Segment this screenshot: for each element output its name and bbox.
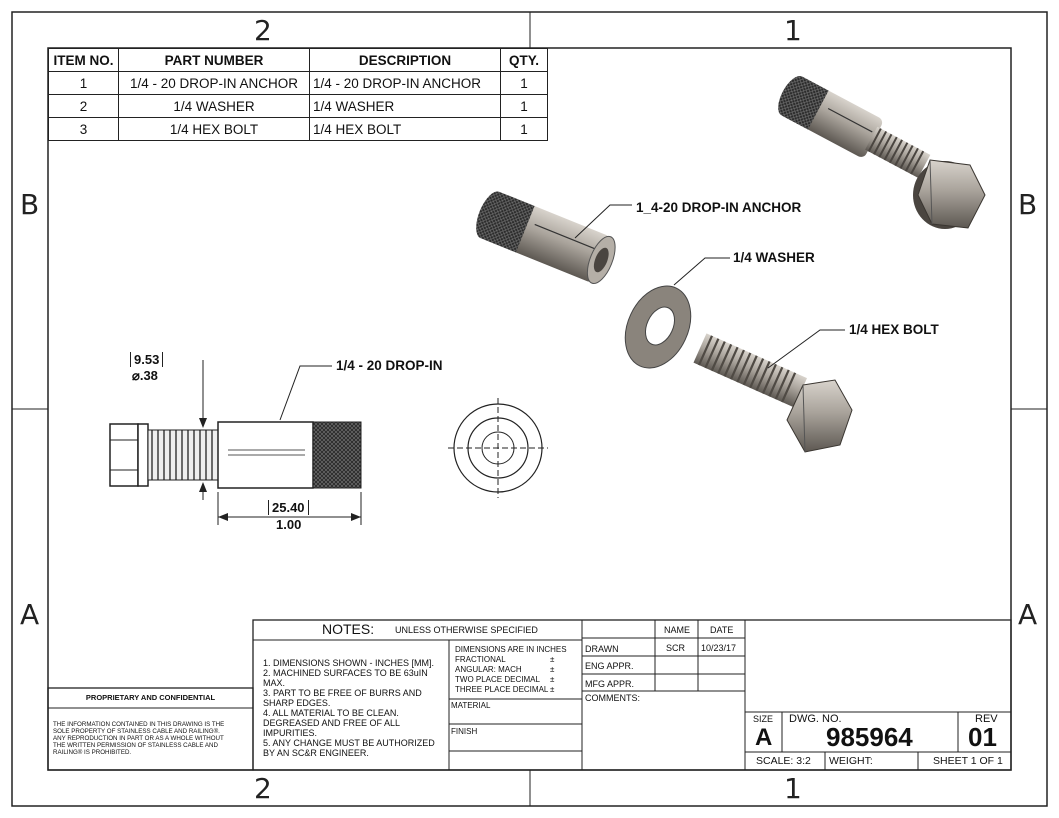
washer-callout: 1/4 WASHER — [733, 250, 815, 265]
column-header: PART NUMBER — [118, 48, 310, 72]
tolerance-line: DIMENSIONS ARE IN INCHES — [455, 645, 567, 654]
name-header: NAME — [664, 625, 691, 635]
tolerance-line: FRACTIONAL± — [455, 655, 555, 664]
material-label: MATERIAL — [451, 701, 491, 710]
zone-label: A — [20, 598, 40, 631]
sheet-label: SHEET 1 OF 1 — [933, 755, 1003, 767]
zone-label: B — [20, 188, 40, 221]
table-cell: 2 — [48, 94, 119, 118]
drawn-name: SCR — [666, 643, 686, 653]
note-item: 4. ALL MATERIAL TO BE CLEAN. DEGREASED A… — [263, 708, 400, 738]
table-row: 1 1/4 - 20 DROP-IN ANCHOR 1/4 - 20 DROP-… — [48, 71, 548, 95]
note-item: 1. DIMENSIONS SHOWN - INCHES [MM]. — [263, 658, 435, 668]
table-cell: 1 — [500, 94, 548, 118]
table-cell: 1/4 - 20 DROP-IN ANCHOR — [118, 71, 310, 95]
note-item: 5. ANY CHANGE MUST BE AUTHORIZED BY AN S… — [263, 738, 435, 758]
table-cell: 1/4 HEX BOLT — [118, 117, 310, 141]
table-cell: 1/4 WASHER — [118, 94, 310, 118]
weight-label: WEIGHT: — [829, 755, 873, 767]
dim-length-in: 1.00 — [276, 517, 302, 532]
table-row: 2 1/4 WASHER 1/4 WASHER 1 — [48, 94, 548, 118]
mfg-appr-label: MFG APPR. — [585, 679, 635, 689]
zone-label: 1 — [784, 772, 802, 805]
zone-label: 2 — [254, 14, 272, 47]
notes-list: 1. DIMENSIONS SHOWN - INCHES [MM]. 2. MA… — [263, 658, 443, 758]
finish-label: FINISH — [451, 727, 478, 736]
column-header: ITEM NO. — [48, 48, 119, 72]
title-block-grid — [47, 619, 1012, 771]
table-cell: 1 — [500, 71, 548, 95]
size-label: SIZE — [753, 714, 774, 724]
date-header: DATE — [710, 625, 734, 635]
drawing-number: 985964 — [826, 722, 913, 752]
revision-value: 01 — [968, 722, 997, 752]
unless-specified: UNLESS OTHERWISE SPECIFIED — [395, 625, 538, 635]
table-cell: 3 — [48, 117, 119, 141]
notes-title: NOTES: — [322, 621, 375, 637]
plusminus-symbol: ± — [550, 685, 555, 694]
drawn-date: 10/23/17 — [701, 643, 737, 653]
dropin-callout: 1/4 - 20 DROP-IN — [336, 358, 443, 373]
scale-label: SCALE: 3:2 — [756, 755, 811, 767]
comments-label: COMMENTS: — [585, 693, 640, 703]
proprietary-text: THE INFORMATION CONTAINED IN THIS DRAWIN… — [53, 721, 225, 756]
tolerance-line: TWO PLACE DECIMAL± — [455, 675, 555, 684]
size-value: A — [755, 724, 773, 751]
anchor-callout: 1_4-20 DROP-IN ANCHOR — [636, 200, 802, 215]
dim-diameter-in: ⌀.38 — [132, 368, 158, 383]
dwg-no-label: DWG. NO. — [789, 713, 842, 725]
zone-label: A — [1018, 598, 1038, 631]
end-view — [448, 398, 548, 498]
bolt-callout: 1/4 HEX BOLT — [849, 322, 939, 337]
plusminus-symbol: ± — [550, 675, 555, 684]
table-cell: 1/4 - 20 DROP-IN ANCHOR — [309, 71, 501, 95]
plusminus-symbol: ± — [550, 655, 555, 664]
proprietary-title: PROPRIETARY AND CONFIDENTIAL — [85, 693, 216, 702]
tolerance-line: ANGULAR: MACH± — [455, 665, 555, 674]
plusminus-symbol: ± — [550, 665, 555, 674]
table-cell: 1 — [500, 117, 548, 141]
rev-label: REV — [975, 713, 998, 725]
table-cell: 1/4 WASHER — [309, 94, 501, 118]
tolerance-line: THREE PLACE DECIMAL± — [455, 685, 555, 694]
zone-label: 1 — [784, 14, 802, 47]
eng-appr-label: ENG APPR. — [585, 661, 634, 671]
column-header: DESCRIPTION — [309, 48, 501, 72]
zone-label: B — [1018, 188, 1038, 221]
bill-of-materials-table: ITEM NO. PART NUMBER DESCRIPTION QTY. 1 … — [48, 48, 548, 141]
drawn-label: DRAWN — [585, 644, 619, 654]
note-item: 3. PART TO BE FREE OF BURRS AND SHARP ED… — [263, 688, 422, 708]
tolerance-block: DIMENSIONS ARE IN INCHES FRACTIONAL± ANG… — [455, 645, 577, 695]
dim-length-mm: 25.40 — [268, 500, 309, 515]
column-header: QTY. — [500, 48, 548, 72]
zone-label: 2 — [254, 772, 272, 805]
note-item: 2. MACHINED SURFACES TO BE 63uIN MAX. — [263, 668, 428, 688]
table-header-row: ITEM NO. PART NUMBER DESCRIPTION QTY. — [48, 48, 548, 72]
side-view — [109, 360, 362, 525]
table-row: 3 1/4 HEX BOLT 1/4 HEX BOLT 1 — [48, 117, 548, 141]
iso-assembly-view — [778, 75, 986, 229]
table-cell: 1/4 HEX BOLT — [309, 117, 501, 141]
table-cell: 1 — [48, 71, 119, 95]
dim-diameter-mm: 9.53 — [130, 352, 164, 367]
